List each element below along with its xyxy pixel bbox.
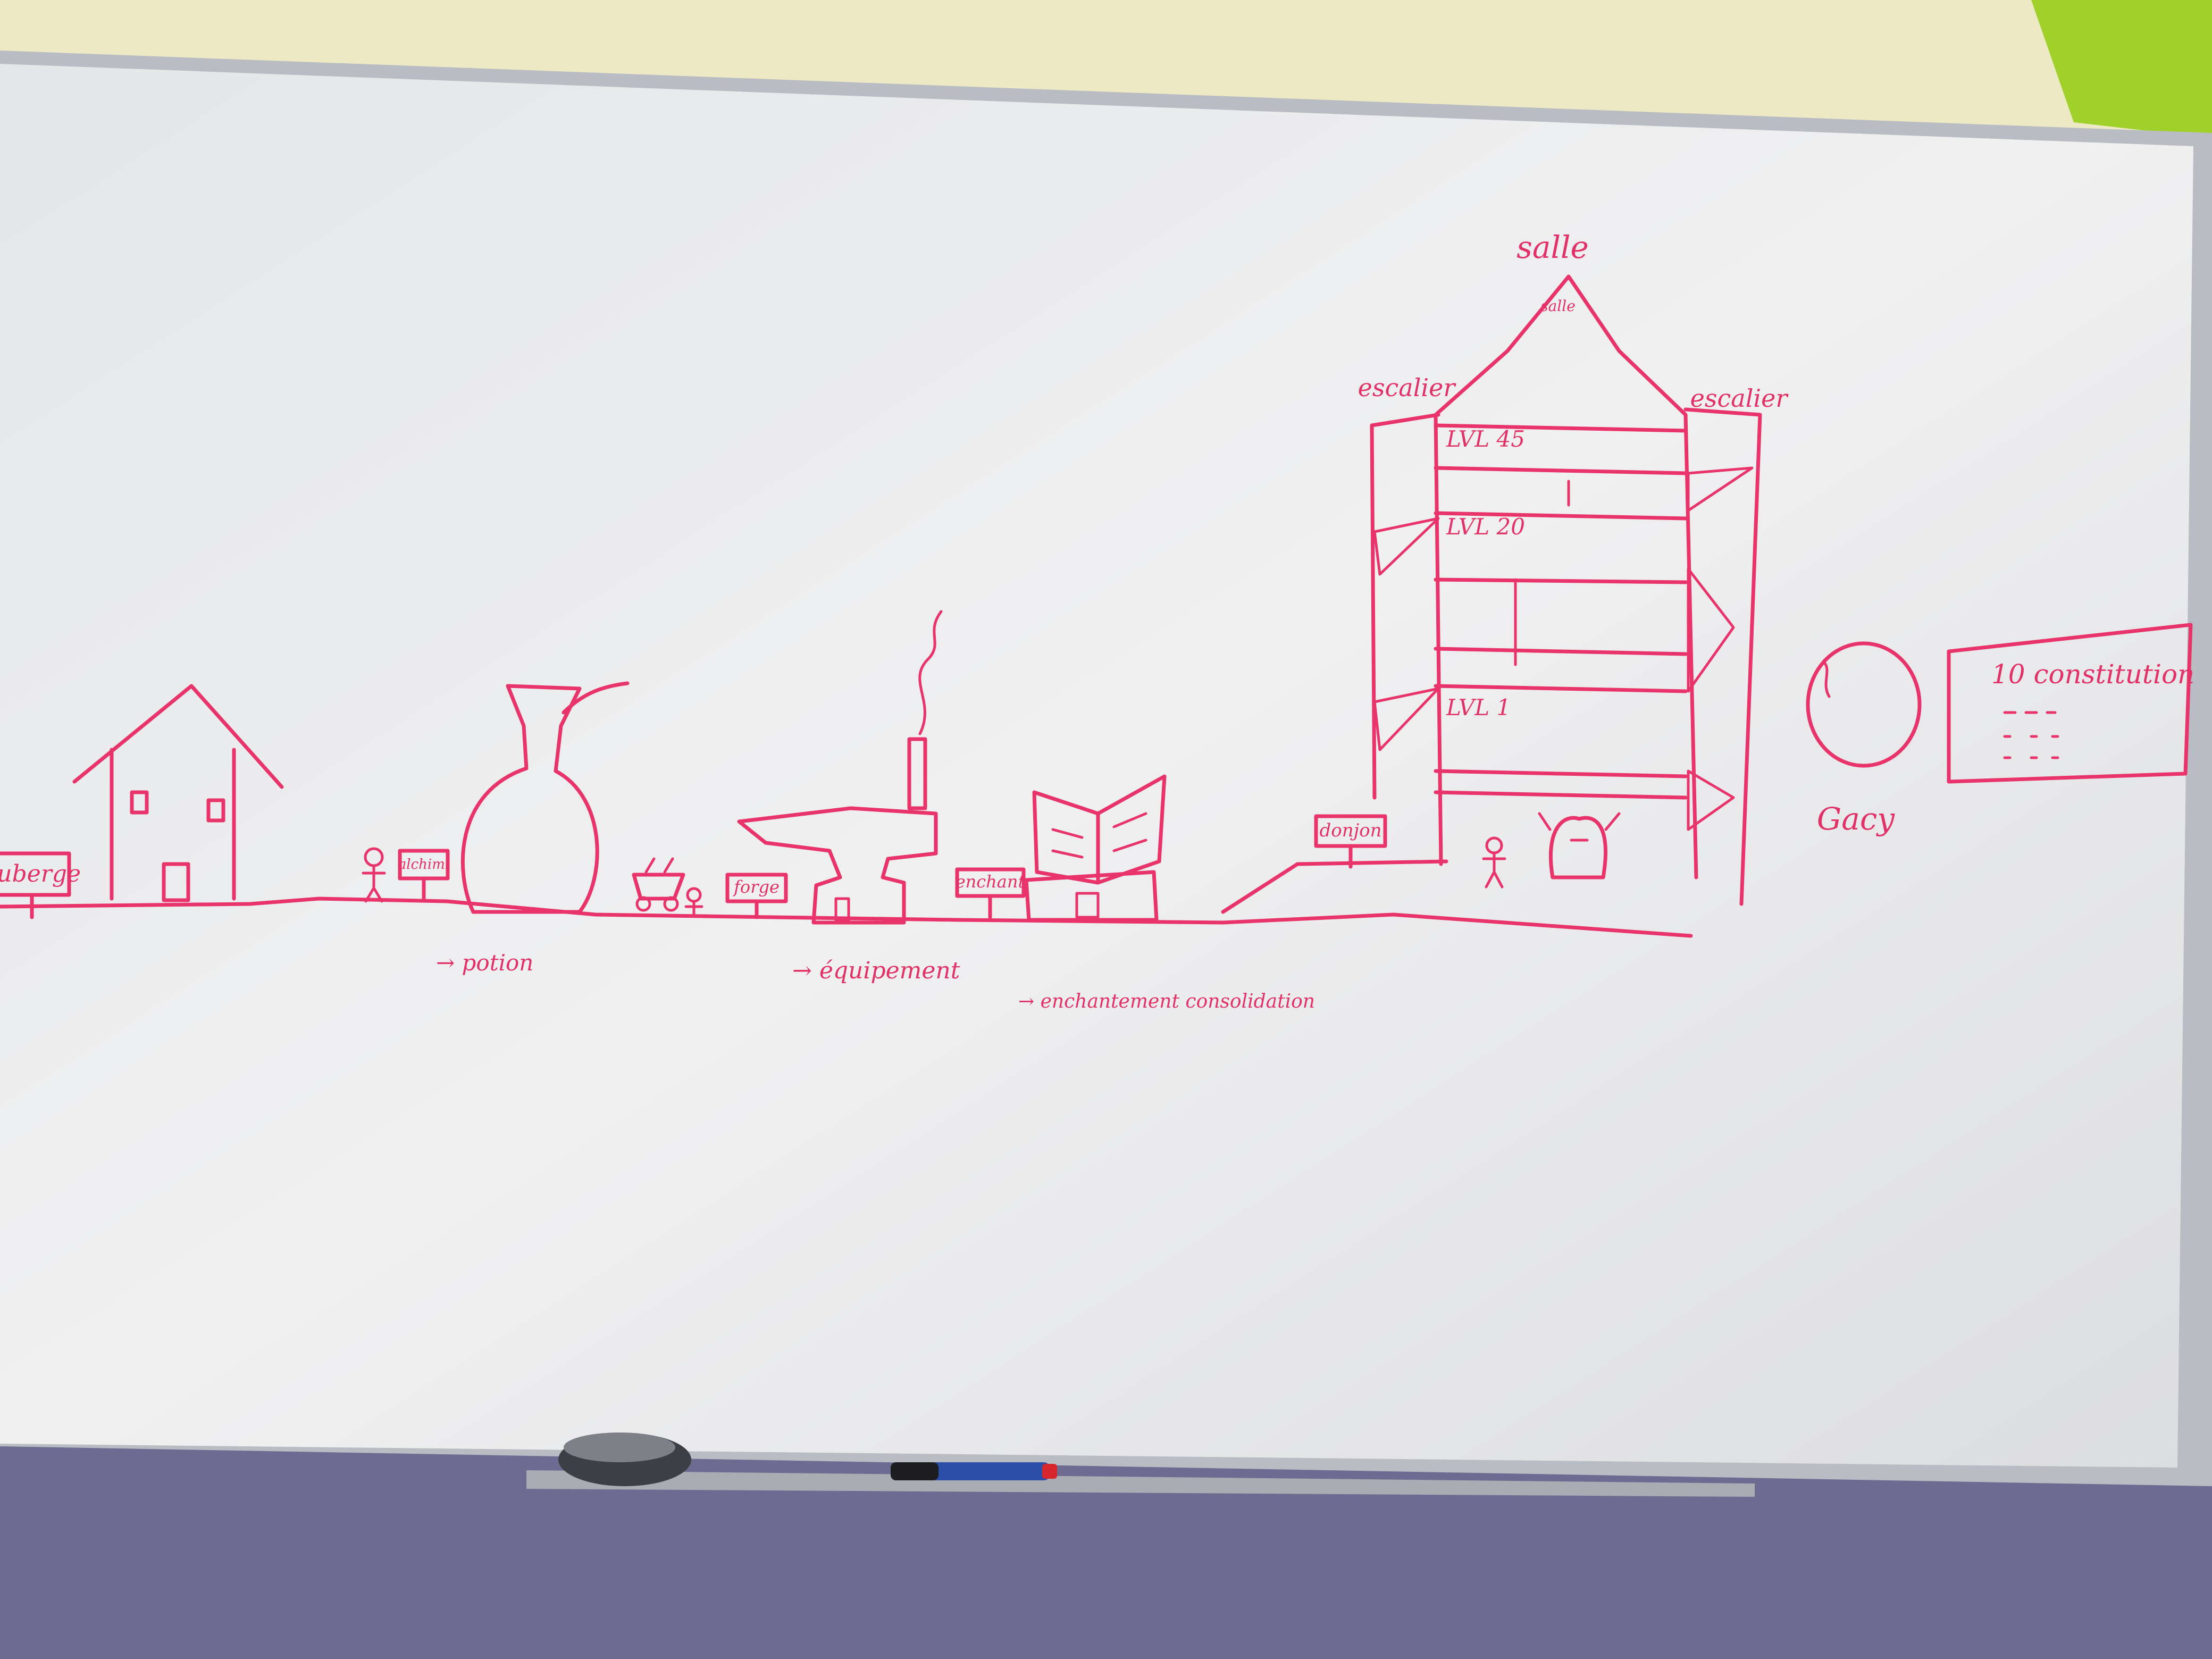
orb-label: Gacy <box>1817 801 1895 837</box>
anvil-forge <box>737 610 943 925</box>
stick-figure <box>362 847 386 903</box>
ground-line <box>0 896 1693 938</box>
monster-figure <box>1538 812 1621 879</box>
inn-sign: auberge <box>0 851 81 919</box>
donjon-sign-label: donjon <box>1319 820 1381 841</box>
inn-sign-label: auberge <box>0 860 81 887</box>
alchemist-sign-label: alchimi <box>398 857 449 873</box>
alchemist-sign: alchimi <box>398 849 450 901</box>
constitution-panel <box>1947 623 2193 784</box>
escalier-right: escalier <box>1690 384 1789 413</box>
dungeon-tower <box>1370 274 1762 906</box>
escalier-left: escalier <box>1358 373 1457 402</box>
level-1: LVL 1 <box>1446 694 1511 720</box>
board-surface <box>0 64 2193 1468</box>
note-enchant: → enchantement consolidation <box>1018 991 1315 1012</box>
potion-flask <box>460 681 630 914</box>
marker-icon[interactable] <box>891 1462 1057 1480</box>
board-tray <box>526 1470 1755 1497</box>
orb <box>1806 641 1922 768</box>
note-potion: → potion <box>436 950 533 976</box>
wall-bottom <box>0 1462 2212 1659</box>
wall-green-accent <box>2031 0 2212 138</box>
constitution-title: 10 constitution <box>1991 659 2194 690</box>
hero-figure <box>1482 836 1506 889</box>
enchant-sign-label: enchant <box>956 872 1025 892</box>
donjon-ramp <box>1221 859 1448 914</box>
stick-figure-2 <box>684 887 703 917</box>
note-equipement: → équipement <box>792 957 960 984</box>
inn-house <box>72 684 284 902</box>
tower-salle-inner: salle <box>1540 297 1576 315</box>
enchant-sign: enchant <box>955 867 1026 919</box>
forge-sign: forge <box>725 873 788 919</box>
open-book-shop <box>1024 774 1167 922</box>
forge-sign-label: forge <box>733 877 780 897</box>
eraser-icon[interactable] <box>558 1432 691 1486</box>
tower-salle-label: salle <box>1516 229 1589 265</box>
level-20: LVL 20 <box>1446 514 1525 540</box>
level-45: LVL 45 <box>1446 426 1525 452</box>
cart <box>632 857 685 912</box>
donjon-sign: donjon <box>1314 814 1387 869</box>
